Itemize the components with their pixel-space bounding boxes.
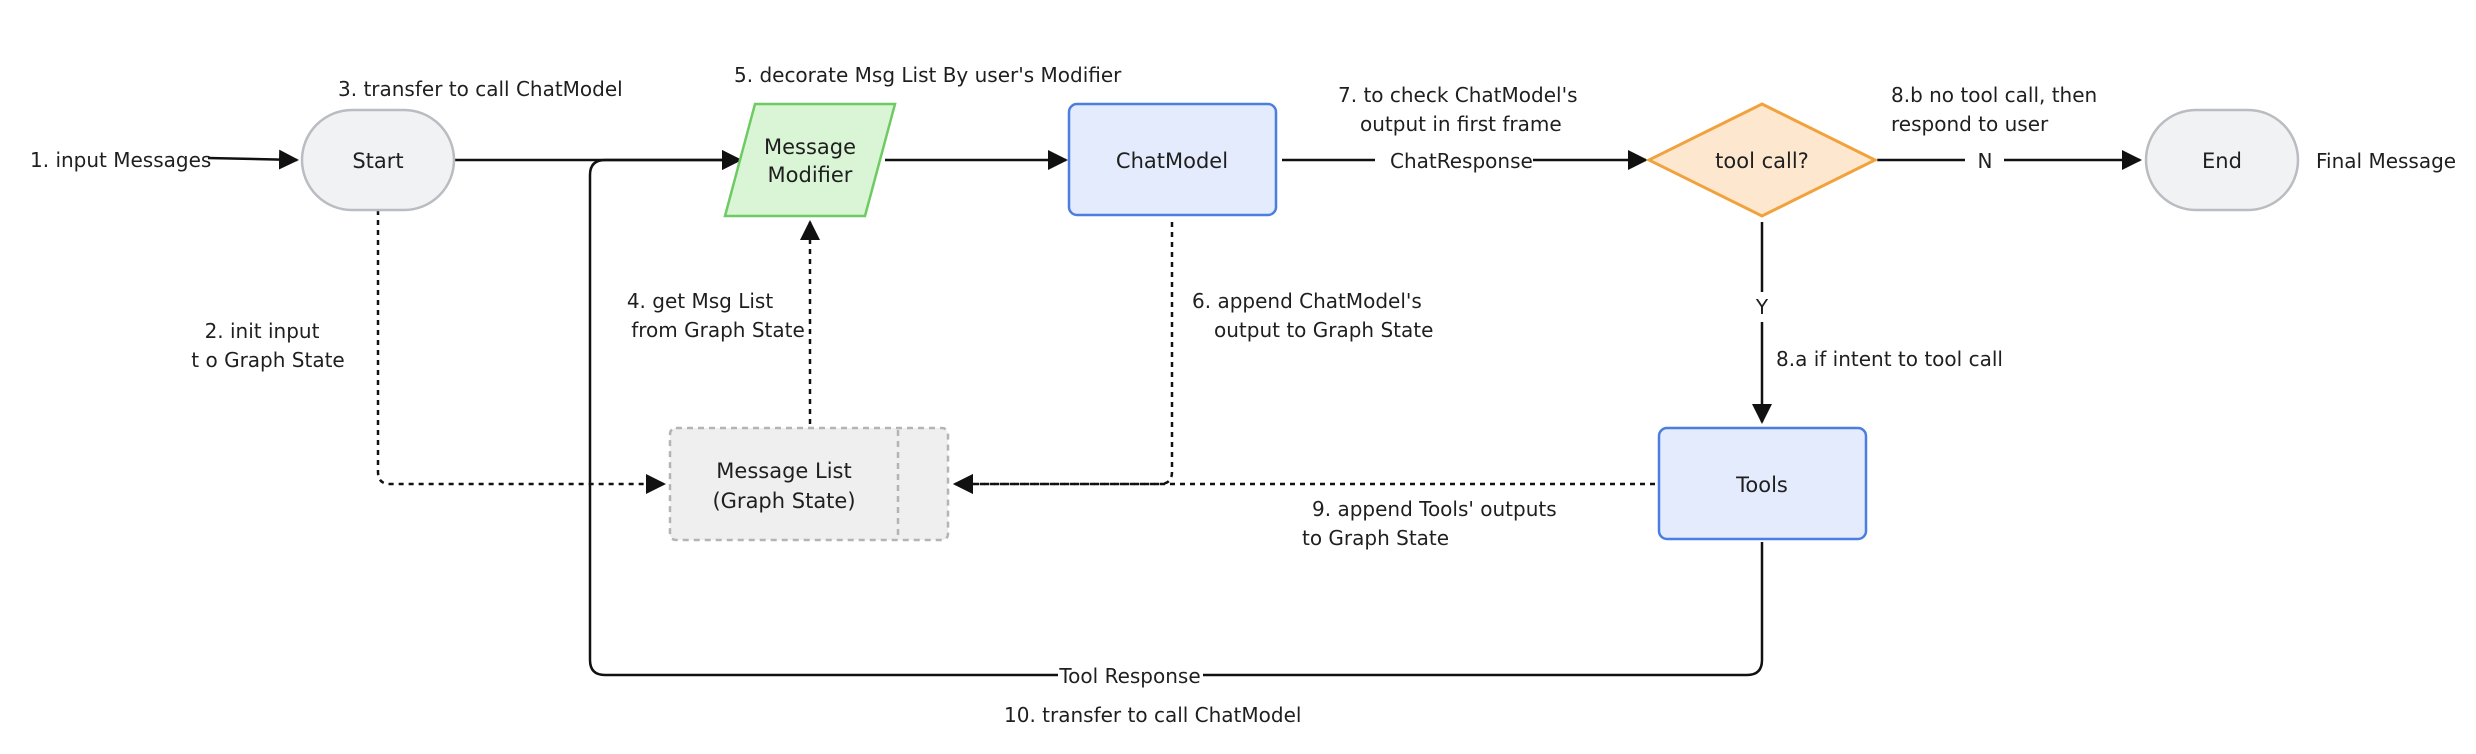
label-transfer-to-call: 3. transfer to call ChatModel (338, 77, 623, 101)
tools-label: Tools (1735, 473, 1788, 497)
message-modifier-label-line1: Message (764, 135, 856, 159)
end-node: End (2144, 108, 2300, 212)
label-intent-tool-call: 8.a if intent to tool call (1776, 347, 2003, 371)
connectors (207, 149, 2142, 677)
label-y: Y (1755, 295, 1769, 319)
start-node: Start (300, 108, 456, 212)
label-check-output-line2: output in first frame (1360, 112, 1562, 136)
label-input-messages: 1. input Messages (30, 148, 211, 172)
label-no-tool-call-line1: 8.b no tool call, then (1891, 83, 2097, 107)
edge-tool-response-to-modifier (588, 150, 1058, 677)
label-init-input-line1: 2. init input (205, 319, 320, 343)
message-list-label-line2: (Graph State) (712, 489, 855, 513)
label-tool-response: Tool Response (1058, 664, 1200, 688)
edge-chatmodel-to-state (953, 222, 1174, 494)
edge-labels: 1. input Messages 3. transfer to call Ch… (30, 63, 2456, 727)
label-append-tools-line1: 9. append Tools' outputs (1312, 497, 1557, 521)
label-append-chatmodel-line2: output to Graph State (1214, 318, 1433, 342)
chatmodel-label: ChatModel (1116, 149, 1228, 173)
label-get-msg-list-line2: from Graph State (631, 318, 805, 342)
label-check-output-line1: 7. to check ChatModel's (1338, 83, 1578, 107)
label-n: N (1978, 149, 1993, 173)
start-label: Start (352, 149, 403, 173)
tool-call-decision-label: tool call? (1715, 149, 1809, 173)
chatmodel-node: ChatModel (1067, 102, 1278, 217)
label-append-chatmodel-line1: 6. append ChatModel's (1192, 289, 1422, 313)
label-init-input-line2: t o Graph State (191, 348, 344, 372)
label-decorate: 5. decorate Msg List By user's Modifier (734, 63, 1122, 87)
edge-start-to-state (376, 210, 666, 494)
edge-tools-loop-back (1203, 542, 1764, 677)
edge-input-to-start (207, 149, 299, 170)
label-transfer-call-2: 10. transfer to call ChatModel (1004, 703, 1301, 727)
label-final-message: Final Message (2316, 149, 2456, 173)
message-modifier-node: Message Modifier (723, 102, 897, 218)
label-append-tools-line2: to Graph State (1302, 526, 1449, 550)
label-no-tool-call-line2: respond to user (1891, 112, 2049, 136)
message-modifier-label-line2: Modifier (768, 163, 853, 187)
message-list-state-node: Message List (Graph State) (668, 426, 950, 542)
tools-node: Tools (1657, 426, 1868, 541)
label-get-msg-list-line1: 4. get Msg List (627, 289, 773, 313)
end-label: End (2202, 149, 2242, 173)
label-chat-response: ChatResponse (1390, 149, 1533, 173)
message-list-label-line1: Message List (716, 459, 851, 483)
tool-call-decision-node: tool call? (1645, 102, 1879, 218)
